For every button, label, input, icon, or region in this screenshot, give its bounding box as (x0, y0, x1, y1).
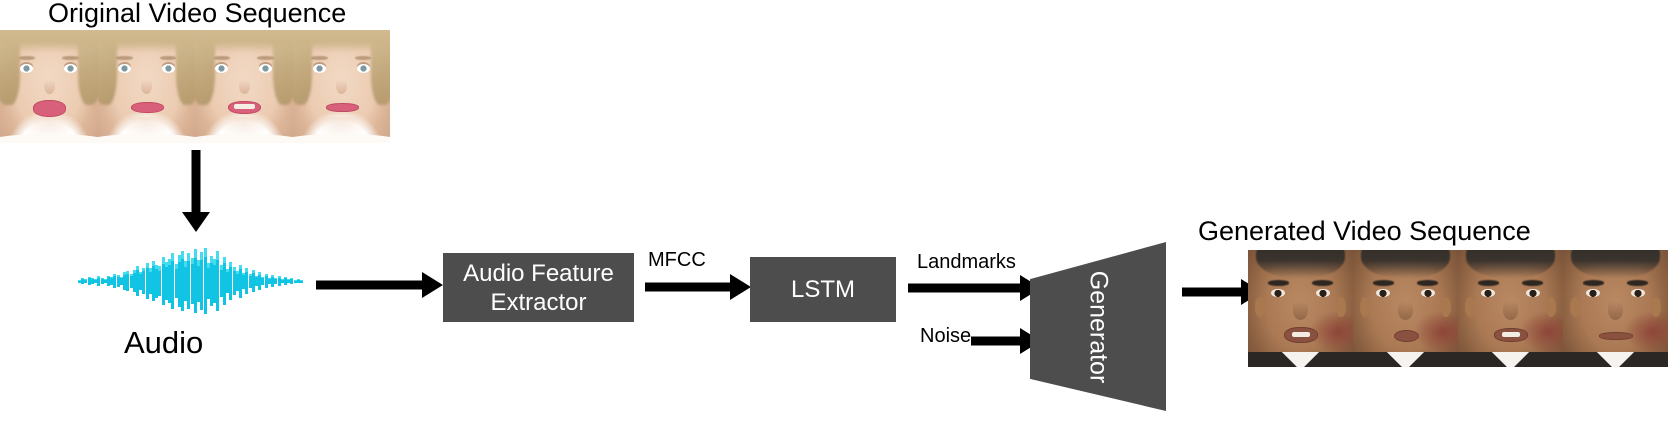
lstm-block[interactable]: LSTM (750, 257, 896, 322)
waveform-bar (142, 267, 146, 295)
waveform-bar (135, 265, 139, 297)
waveform-bar (132, 269, 136, 293)
waveform-bar (116, 275, 120, 287)
waveform-bar (238, 264, 242, 298)
afe-label-line2: Extractor (490, 288, 587, 316)
waveform-bar (216, 251, 220, 311)
waveform-bar (300, 279, 304, 283)
waveform-bar (129, 274, 133, 288)
waveform-bar (200, 251, 204, 311)
waveform-bar (164, 261, 168, 301)
waveform-bar (148, 268, 152, 294)
waveform-bar (290, 278, 294, 284)
waveform-bar (106, 275, 110, 287)
waveform-bar (248, 274, 252, 288)
video-frame (1458, 250, 1563, 367)
waveform-bar (222, 256, 226, 306)
audio-feature-extractor-label: Audio Feature Extractor (463, 259, 614, 317)
video-frame (1248, 250, 1353, 367)
waveform-bar (168, 259, 172, 303)
waveform-bar (203, 248, 207, 314)
original-video-strip (0, 30, 390, 143)
waveform-bar (190, 257, 194, 305)
waveform-bar (296, 278, 300, 284)
waveform-bar (213, 258, 217, 304)
waveform-bar (193, 249, 197, 313)
waveform-bar (97, 276, 101, 286)
video-frame (97, 30, 195, 143)
waveform-bar (284, 277, 287, 285)
edge-label-mfcc: MFCC (648, 249, 706, 271)
waveform-bar (78, 279, 81, 283)
video-frame (292, 30, 390, 143)
waveform-bar (161, 257, 165, 305)
waveform-bar (287, 279, 291, 283)
waveform-bar (184, 261, 188, 301)
waveform-bar (258, 272, 262, 290)
waveform-bar (206, 263, 210, 299)
waveform-bar (251, 270, 255, 292)
video-frame (1563, 250, 1668, 367)
waveform-bar (174, 263, 178, 299)
generator-block[interactable]: Generator (1030, 242, 1166, 411)
audio-feature-extractor-block[interactable]: Audio Feature Extractor (443, 253, 634, 322)
waveform-bar (267, 277, 271, 285)
waveform-bar (209, 255, 213, 307)
edge-label-landmarks: Landmarks (917, 251, 1016, 273)
waveform-bar (171, 252, 175, 310)
audio-waveform-icon (78, 248, 304, 314)
waveform-bar (226, 269, 230, 293)
waveform-bar (113, 273, 117, 289)
waveform-bar (84, 279, 88, 283)
lstm-label: LSTM (790, 276, 855, 303)
waveform-bar (94, 279, 98, 283)
waveform-bar (87, 277, 91, 285)
waveform-bar (123, 272, 127, 290)
video-frame (195, 30, 293, 143)
waveform-bar (293, 279, 297, 283)
waveform-bar (81, 278, 85, 284)
afe-label-line1: Audio Feature (463, 259, 614, 287)
waveform-bar (280, 279, 284, 283)
waveform-bar (277, 276, 281, 286)
edge-label-noise: Noise (920, 325, 972, 347)
waveform-bar (261, 276, 265, 286)
waveform-bar (158, 266, 162, 296)
waveform-bar (264, 273, 268, 289)
waveform-bar (152, 260, 156, 302)
waveform-bar (255, 275, 259, 287)
waveform-bar (103, 278, 107, 284)
audio-label: Audio (124, 325, 204, 360)
waveform-bar (139, 271, 143, 291)
video-frame (0, 30, 98, 143)
waveform-bar (232, 267, 236, 295)
waveform-bar (90, 278, 94, 284)
waveform-bar (271, 275, 275, 287)
waveform-bar (197, 259, 201, 303)
waveform-bar (145, 262, 149, 300)
waveform-bar (219, 265, 223, 297)
waveform-bar (274, 278, 278, 284)
waveform-bar (229, 261, 233, 301)
waveform-bar (177, 255, 181, 307)
video-frame (1353, 250, 1458, 367)
waveform-bar (126, 271, 130, 291)
original-sequence-title: Original Video Sequence (48, 0, 347, 28)
generator-label: Generator (1084, 270, 1113, 383)
waveform-bar (100, 277, 104, 285)
generated-sequence-title: Generated Video Sequence (1198, 216, 1531, 246)
waveform-bar (155, 264, 159, 298)
waveform-bar (110, 277, 114, 285)
waveform-bar (242, 273, 246, 289)
waveform-bar (187, 253, 191, 309)
waveform-bar (119, 277, 123, 285)
waveform-bar (181, 250, 184, 312)
waveform-bar (235, 271, 239, 291)
generated-video-strip (1248, 250, 1668, 367)
waveform-bar (245, 268, 249, 294)
